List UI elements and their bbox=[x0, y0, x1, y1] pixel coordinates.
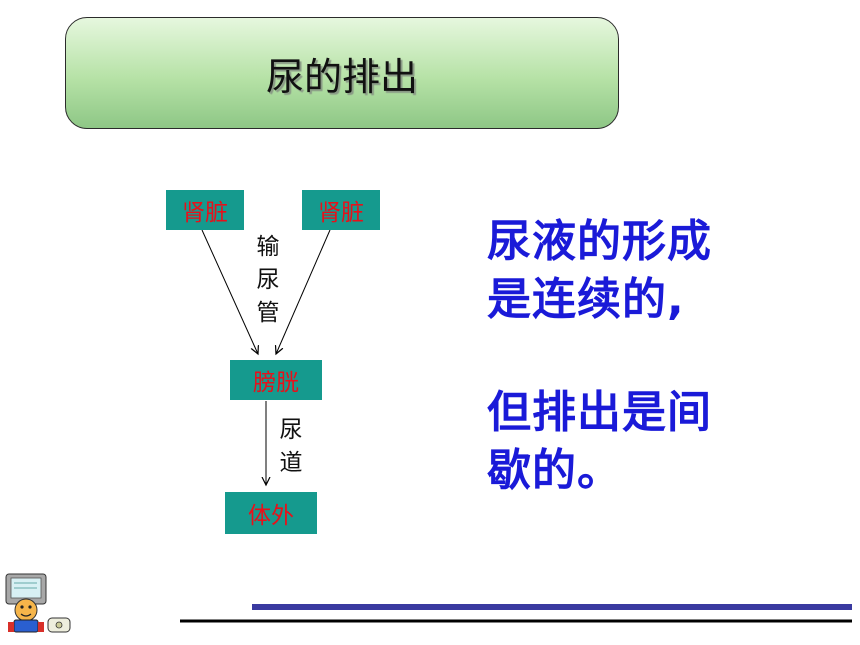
node-kidney-left: 肾脏 bbox=[166, 190, 244, 230]
title-banner: 尿的排出 bbox=[65, 17, 619, 129]
node-kidney-right: 肾脏 bbox=[302, 190, 380, 230]
note-line-1: 尿液的形成 bbox=[487, 216, 712, 267]
label-urethra-char: 道 bbox=[279, 450, 303, 476]
note-line-3: 但排出是间 bbox=[487, 387, 712, 438]
arrow-left-kidney-to-bladder bbox=[201, 229, 258, 354]
computer-robot-icon bbox=[5, 573, 71, 633]
arrow-right-kidney-to-bladder bbox=[276, 229, 331, 354]
label-ureter-char: 输 bbox=[256, 234, 280, 260]
label-urethra: 尿 道 bbox=[276, 414, 306, 480]
label-urethra-char: 尿 bbox=[279, 417, 303, 443]
slide-title: 尿的排出 bbox=[265, 54, 418, 99]
note-line-4: 歇的。 bbox=[487, 445, 622, 496]
label-ureter: 输 尿 管 bbox=[253, 231, 283, 330]
label-ureter-char: 管 bbox=[256, 300, 280, 326]
node-outside: 体外 bbox=[225, 492, 317, 534]
node-bladder: 膀胱 bbox=[230, 360, 322, 400]
label-ureter-char: 尿 bbox=[256, 267, 280, 293]
note-line-2: 是连续的, bbox=[487, 274, 685, 325]
